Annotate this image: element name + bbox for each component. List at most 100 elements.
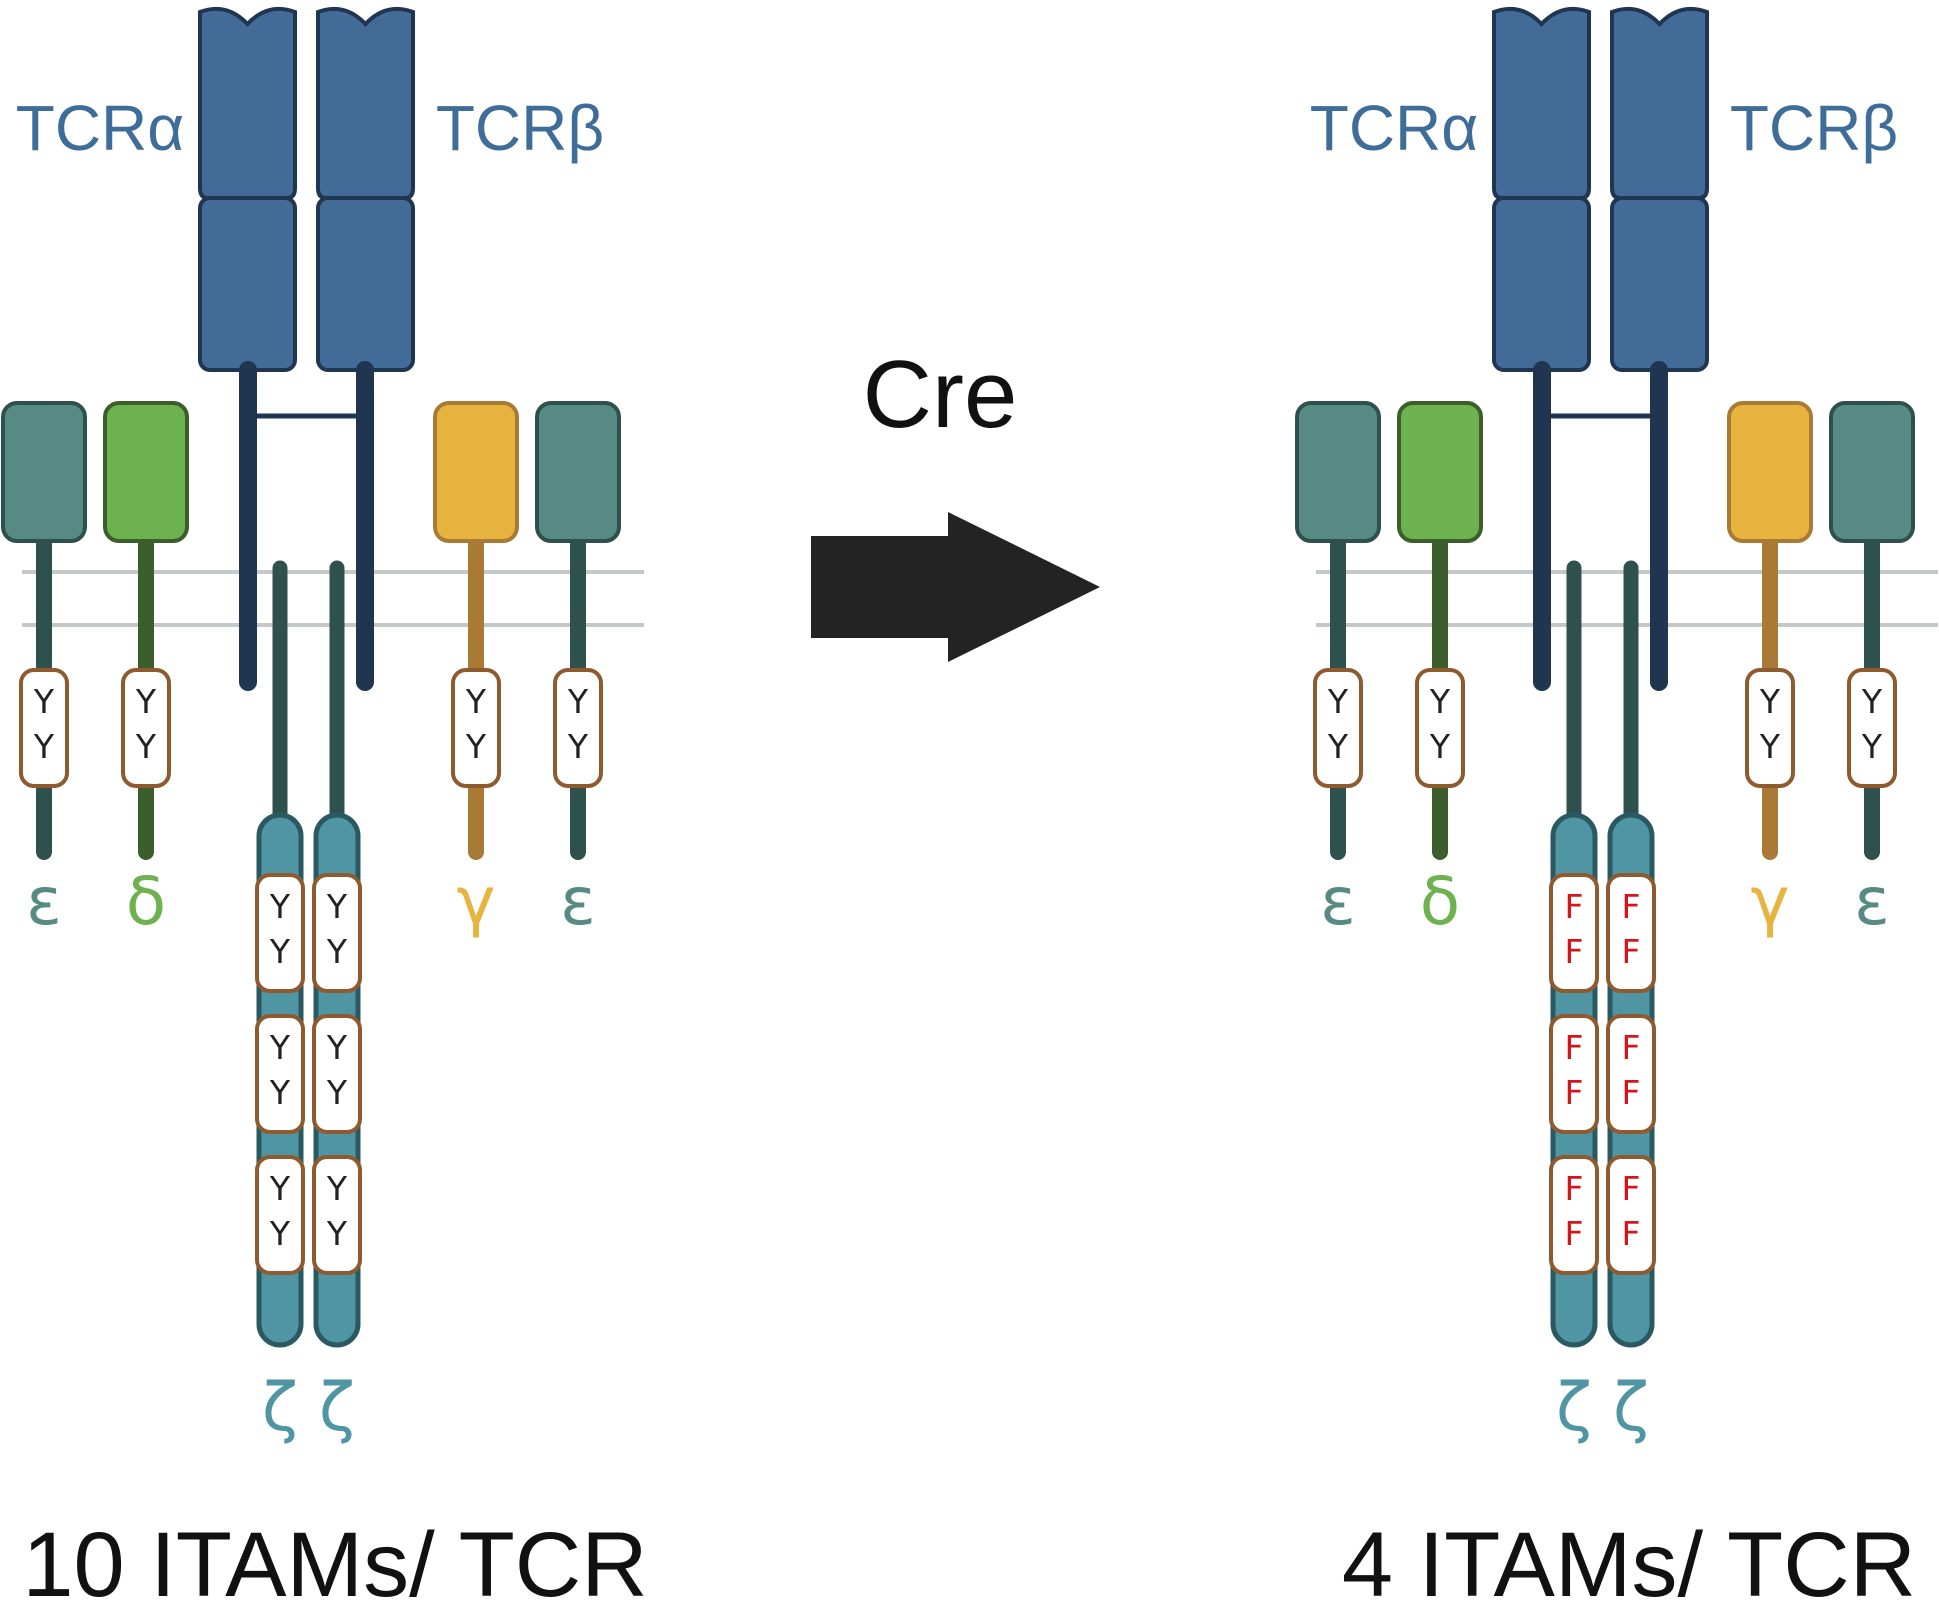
tcr-constant-domain [1610, 196, 1709, 372]
itam-box [312, 1155, 362, 1275]
itam-residue: F [1622, 1028, 1641, 1067]
itam-residue: Y [1327, 682, 1349, 721]
itam-box [255, 1014, 305, 1134]
cre-arrow-group: Cre [811, 341, 1100, 662]
itam-residue: Y [269, 887, 291, 926]
itam-box [1606, 1014, 1656, 1134]
tcr-constant-domain [1492, 196, 1591, 372]
itam-residue: F [1622, 1169, 1641, 1208]
itam-box [451, 668, 501, 788]
itam-residue: Y [33, 682, 55, 721]
itam-residue: Y [465, 682, 487, 721]
itam-box [1549, 873, 1599, 993]
itam-residue: Y [1759, 682, 1781, 721]
cd3-gamma-domain [1727, 401, 1813, 543]
itam-box [121, 668, 171, 788]
cd3-epsilon-domain [1829, 401, 1915, 543]
itam-box [1745, 668, 1795, 788]
itam-residue: Y [1429, 682, 1451, 721]
itam-residue: Y [326, 1169, 348, 1208]
cd3-epsilon-domain [1295, 401, 1381, 543]
itam-residue: Y [1327, 727, 1349, 766]
cd3-epsilon-label: ε [560, 863, 596, 940]
cd3-gamma-label: γ [456, 863, 495, 940]
itam-box [553, 668, 603, 788]
itam-residue: F [1565, 887, 1584, 926]
tcr-variable-domain [198, 7, 297, 200]
cd3-epsilon-label: ε [1320, 863, 1356, 940]
itam-residue: Y [1429, 727, 1451, 766]
zeta-label: ζ [319, 1369, 355, 1446]
itam-residue: Y [567, 727, 589, 766]
zeta-label: ζ [1556, 1369, 1592, 1446]
itam-residue: Y [465, 727, 487, 766]
tcr-variable-domain [1610, 7, 1709, 200]
itam-residue: F [1565, 1028, 1584, 1067]
itam-residue: F [1622, 932, 1641, 971]
itam-residue: F [1622, 1073, 1641, 1112]
itam-residue: Y [269, 932, 291, 971]
itam-residue: Y [326, 932, 348, 971]
itam-box [1847, 668, 1897, 788]
itam-box [1415, 668, 1465, 788]
cd3-epsilon-domain [535, 401, 621, 543]
zeta-label: ζ [262, 1369, 298, 1446]
cre-arrow [811, 512, 1100, 662]
itam-residue: Y [1861, 682, 1883, 721]
itam-residue: F [1622, 887, 1641, 926]
itam-box [1549, 1155, 1599, 1275]
itam-box [1549, 1014, 1599, 1134]
itam-residue: Y [1861, 727, 1883, 766]
itam-box [1313, 668, 1363, 788]
tcr-beta-label: TCRβ [436, 92, 604, 164]
itam-residue: F [1622, 1214, 1641, 1253]
itam-box [1606, 873, 1656, 993]
itam-count-caption: 10 ITAMs/ TCR [22, 1514, 647, 1600]
itam-residue: F [1565, 1073, 1584, 1112]
cd3-delta-domain [1397, 401, 1483, 543]
itam-residue: Y [33, 727, 55, 766]
tcr-variable-domain [1492, 7, 1591, 200]
itam-residue: Y [135, 727, 157, 766]
itam-residue: Y [567, 682, 589, 721]
cd3-epsilon-label: ε [26, 863, 62, 940]
itam-residue: Y [269, 1073, 291, 1112]
cd3-delta-label: δ [126, 863, 166, 940]
itam-residue: F [1565, 1214, 1584, 1253]
itam-residue: Y [326, 1214, 348, 1253]
itam-box [255, 1155, 305, 1275]
itam-residue: Y [135, 682, 157, 721]
itam-residue: Y [269, 1028, 291, 1067]
itam-residue: Y [326, 887, 348, 926]
itam-box [19, 668, 69, 788]
itam-box [1606, 1155, 1656, 1275]
tcr-constant-domain [198, 196, 297, 372]
cd3-delta-domain [103, 401, 189, 543]
itam-residue: Y [269, 1214, 291, 1253]
itam-box [255, 873, 305, 993]
tcr-variable-domain [316, 7, 415, 200]
itam-residue: Y [326, 1073, 348, 1112]
cd3-epsilon-domain [1, 401, 87, 543]
cd3-epsilon-label: ε [1854, 863, 1890, 940]
cd3-gamma-label: γ [1750, 863, 1789, 940]
tcr-alpha-label: TCRα [1310, 92, 1479, 164]
itam-count-caption: 4 ITAMs/ TCR [1342, 1514, 1916, 1600]
itam-residue: Y [326, 1028, 348, 1067]
itam-box [312, 873, 362, 993]
tcr-constant-domain [316, 196, 415, 372]
cd3-gamma-domain [433, 401, 519, 543]
tcr-alpha-label: TCRα [16, 92, 185, 164]
itam-box [312, 1014, 362, 1134]
itam-residue: F [1565, 1169, 1584, 1208]
itam-residue: Y [269, 1169, 291, 1208]
itam-residue: F [1565, 932, 1584, 971]
itam-residue: Y [1759, 727, 1781, 766]
tcr-beta-label: TCRβ [1730, 92, 1898, 164]
cre-label: Cre [863, 341, 1018, 448]
zeta-label: ζ [1613, 1369, 1649, 1446]
cd3-delta-label: δ [1420, 863, 1460, 940]
